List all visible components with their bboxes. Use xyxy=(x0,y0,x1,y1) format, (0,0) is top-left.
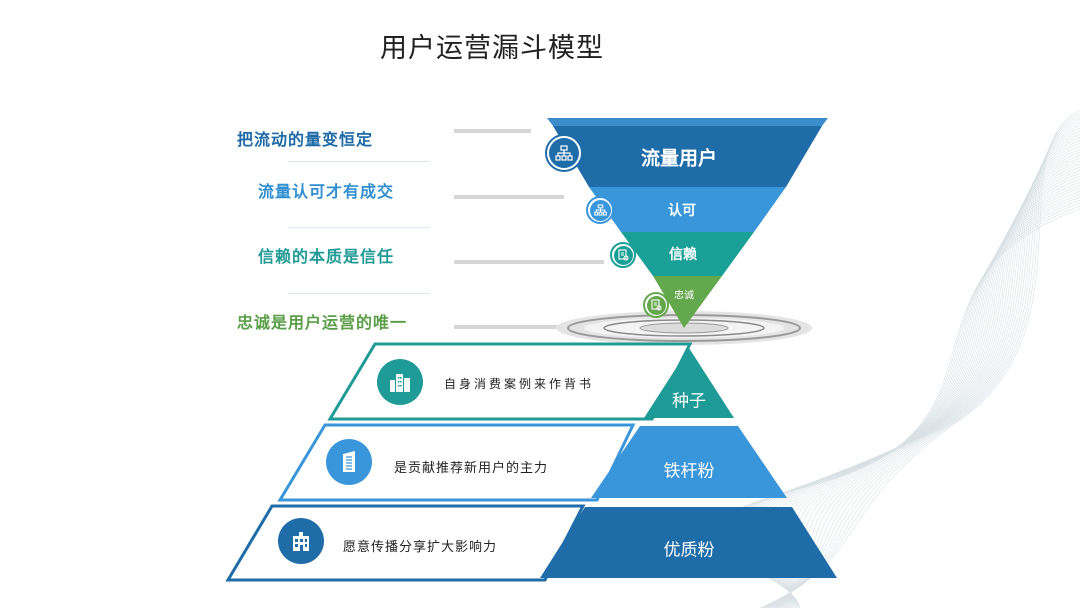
statement-1: 把流动的量变恒定 xyxy=(237,130,374,149)
statement-4: 忠诚是用户运营的唯一 xyxy=(237,313,408,332)
office-icon xyxy=(293,532,309,551)
pyramid-label-1: 种子 xyxy=(672,391,706,412)
funnel-icon-3 xyxy=(610,242,636,268)
pyramid-level-2 xyxy=(591,426,787,498)
panel-icon-1 xyxy=(377,359,423,405)
wave-line xyxy=(759,109,1080,608)
funnel-level-1 xyxy=(553,126,822,187)
pyramid-level-1 xyxy=(644,348,734,418)
connector-line xyxy=(454,260,604,264)
connector-line xyxy=(454,195,564,199)
panel-outline-2 xyxy=(277,423,636,502)
statement-3: 信赖的本质是信任 xyxy=(258,247,395,266)
connector-line xyxy=(454,129,531,133)
separator-line xyxy=(288,161,430,162)
network-icon xyxy=(593,204,607,216)
wave-line xyxy=(763,118,1080,608)
funnel-icon-2 xyxy=(586,196,614,224)
network-icon xyxy=(555,145,573,161)
document-icon xyxy=(650,299,662,311)
funnel-label-3: 信赖 xyxy=(669,247,697,263)
connector-line xyxy=(454,325,574,329)
funnel-level-2 xyxy=(589,187,786,232)
funnel-icon-1 xyxy=(545,134,583,172)
buildings-icon xyxy=(390,374,410,392)
statement-2: 流量认可才有成交 xyxy=(258,182,395,201)
funnel-label-4: 忠诚 xyxy=(674,290,694,302)
page-title: 用户运营漏斗模型 xyxy=(380,33,604,64)
funnel-icon-4 xyxy=(643,292,669,318)
document-icon xyxy=(617,249,629,261)
funnel-label-1: 流量用户 xyxy=(640,147,718,170)
panel-outline-1 xyxy=(327,342,693,421)
funnel-level-1-rim xyxy=(547,118,828,126)
funnel-label-2: 认可 xyxy=(668,203,696,219)
pyramid-label-2: 铁杆粉 xyxy=(663,461,715,482)
funnel-level-4 xyxy=(653,276,722,328)
panel-text-1: 自身消费案例来作背书 xyxy=(444,377,595,391)
panel-icon-3 xyxy=(278,518,324,564)
pyramid-label-3: 优质粉 xyxy=(663,540,715,561)
panel-text-2: 是贡献推荐新用户的主力 xyxy=(394,461,549,476)
separator-line xyxy=(288,293,430,294)
funnel-level-3 xyxy=(621,232,754,276)
separator-line xyxy=(288,227,430,228)
panel-text-3: 愿意传播分享扩大影响力 xyxy=(343,540,498,555)
pyramid-level-3 xyxy=(540,507,837,578)
panel-icon-2 xyxy=(326,439,372,485)
building-icon xyxy=(343,451,355,472)
